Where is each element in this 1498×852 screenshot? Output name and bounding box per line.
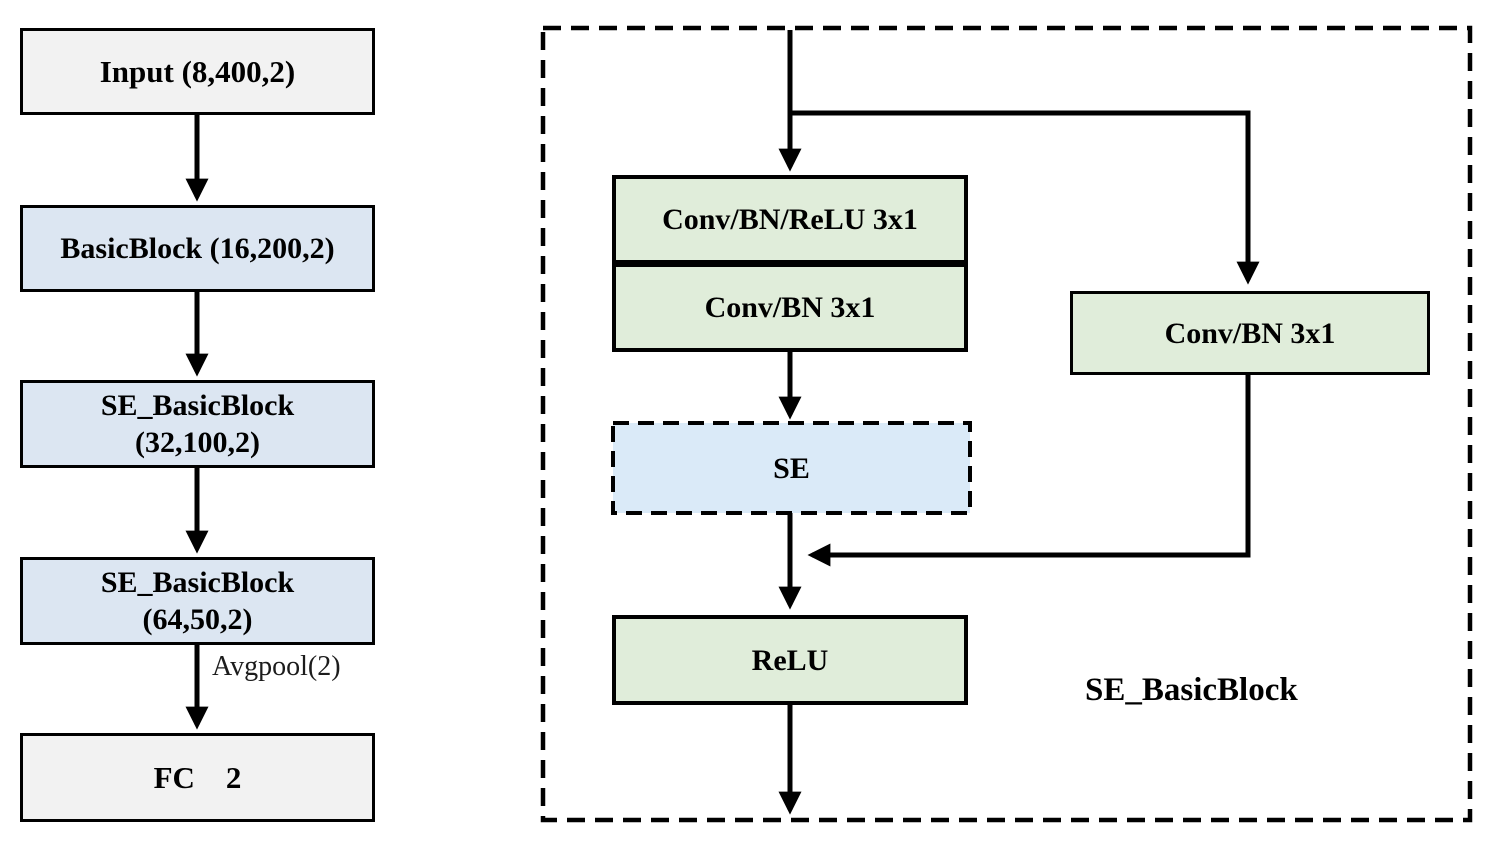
conv-stack: Conv/BN/ReLU 3x1 Conv/BN 3x1 (612, 175, 968, 352)
conv-bn-node: Conv/BN 3x1 (616, 267, 964, 348)
basicblock-node: BasicBlock (16,200,2) (20, 205, 375, 292)
shortcut-conv-bn-node: Conv/BN 3x1 (1070, 291, 1430, 375)
relu-node-label: ReLU (751, 643, 829, 677)
se-basicblock-title: SE_BasicBlock (1085, 672, 1298, 708)
se-basicblock-node-1-shape: (32,100,2) (135, 426, 260, 459)
fc-node-label: FC 2 (153, 760, 242, 795)
se-basicblock-node-2-shape: (64,50,2) (142, 603, 253, 636)
avgpool-edge-label: Avgpool(2) (212, 651, 341, 682)
shortcut-conv-bn-label: Conv/BN 3x1 (1164, 316, 1336, 350)
fc-node: FC 2 (20, 733, 375, 822)
se-basicblock-node-1-label: SE_BasicBlock (100, 389, 295, 422)
conv-stack-divider (616, 260, 964, 267)
relu-node: ReLU (612, 615, 968, 705)
conv-bn-relu-node: Conv/BN/ReLU 3x1 (616, 179, 964, 260)
conv-bn-relu-label: Conv/BN/ReLU 3x1 (662, 202, 918, 236)
se-basicblock-node-1: SE_BasicBlock (32,100,2) (20, 380, 375, 468)
input-node-label: Input (8,400,2) (99, 54, 296, 89)
se-basicblock-node-2: SE_BasicBlock (64,50,2) (20, 557, 375, 645)
basicblock-node-label: BasicBlock (16,200,2) (60, 232, 335, 265)
se-node-label: SE (773, 451, 810, 485)
input-node: Input (8,400,2) (20, 28, 375, 115)
conv-bn-label: Conv/BN 3x1 (704, 290, 876, 324)
se-basicblock-node-2-label: SE_BasicBlock (100, 566, 295, 599)
se-node: SE (613, 423, 970, 513)
